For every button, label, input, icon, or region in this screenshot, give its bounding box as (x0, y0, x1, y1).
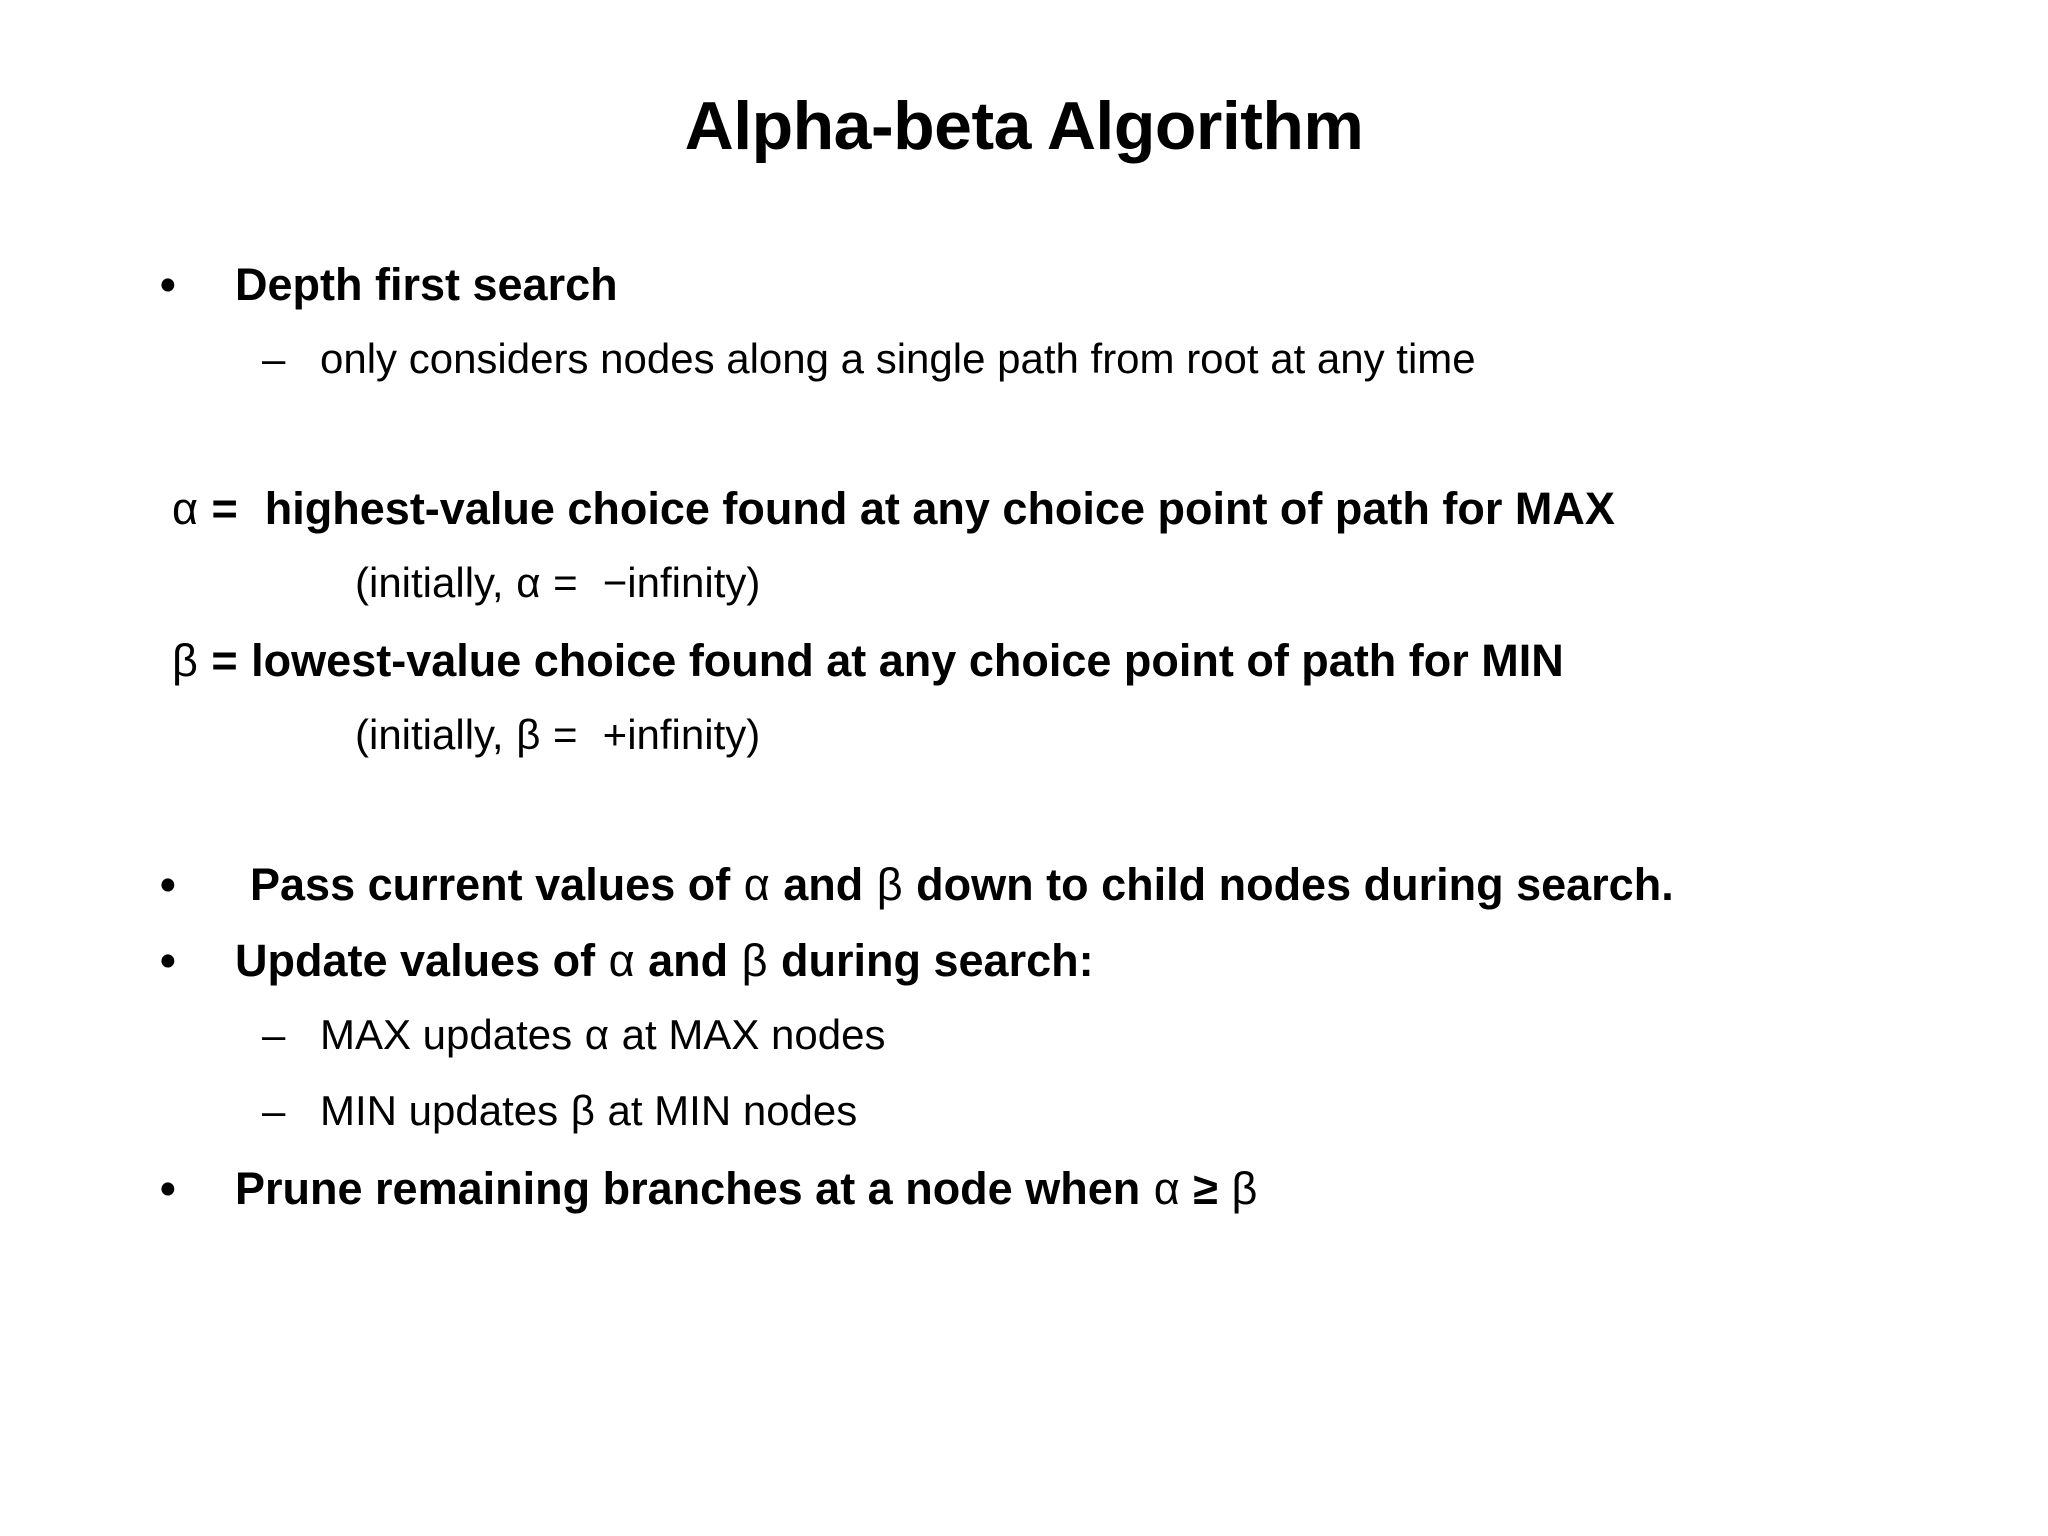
bullet-label-pass-post: down to child nodes during search. (916, 859, 1674, 910)
bullet-label-depth-first-search: Depth first search (235, 259, 618, 310)
sub-bullet-label-min-post: at MIN nodes (607, 1087, 858, 1134)
spacer (0, 414, 2048, 486)
bullet-label-update-pre: Update values of (235, 935, 596, 986)
beta-symbol-inline: β (516, 711, 541, 758)
sub-bullet-label-max-post: at MAX nodes (621, 1011, 886, 1058)
dash-icon: – (262, 1011, 286, 1058)
beta-symbol-inline: β (876, 859, 903, 910)
beta-definition-text: lowest-value choice found at any choice … (251, 635, 1564, 686)
beta-symbol-inline: β (1231, 1163, 1258, 1214)
alpha-initial-value-line: (initially, α = −infinity) (0, 562, 2048, 638)
alpha-equals-sign: = (211, 483, 238, 534)
alpha-symbol-inline: α (516, 559, 541, 606)
greater-or-equal-operator: ≥ (1193, 1163, 1218, 1214)
alpha-symbol-inline: α (1153, 1163, 1180, 1214)
alpha-initial-equals-sign: = (553, 559, 578, 606)
bullet-icon: • (160, 859, 176, 910)
dash-icon: – (262, 335, 286, 382)
sub-bullet-label-only-considers: only considers nodes along a single path… (320, 335, 1476, 382)
alpha-symbol-inline: α (584, 1011, 610, 1058)
alpha-initial-value-text: −infinity) (602, 559, 761, 606)
bullet-label-pass-pre: Pass current values of (250, 859, 731, 910)
sub-bullet-label-max-pre: MAX updates (320, 1011, 573, 1058)
alpha-symbol: α (172, 483, 199, 534)
beta-initial-value-text: +infinity) (602, 711, 761, 758)
bullet-label-update-mid: and (648, 935, 729, 986)
beta-equals-sign: = (211, 635, 238, 686)
bullet-label-prune-pre: Prune remaining branches at a node when (235, 1163, 1141, 1214)
beta-initial-value-line: (initially, β= +infinity) (0, 714, 2048, 790)
bullet-icon: • (160, 935, 176, 986)
sub-bullet-label-min-pre: MIN updates (320, 1087, 559, 1134)
alpha-initial-open-text: (initially, (355, 559, 504, 606)
bullet-label-update-post: during search: (781, 935, 1094, 986)
bullet-item-prune-branches: • Prune remaining branches at a node whe… (0, 1166, 2048, 1242)
beta-initial-equals-sign: = (552, 711, 578, 758)
spacer (0, 790, 2048, 862)
bullet-label-pass-mid: and (783, 859, 864, 910)
page-title: Alpha-beta Algorithm (684, 88, 1364, 164)
beta-initial-open-text: (initially, (355, 711, 504, 758)
slide-body: • Depth first search – only considers no… (0, 262, 2048, 1242)
bullet-icon: • (160, 1163, 176, 1214)
beta-symbol-inline: β (570, 1087, 595, 1134)
sub-bullet-item-only-considers: – only considers nodes along a single pa… (0, 338, 2048, 414)
alpha-definition-text: highest-value choice found at any choice… (264, 483, 1615, 534)
dash-icon: – (262, 1087, 286, 1134)
alpha-symbol-inline: α (743, 859, 770, 910)
beta-definition-line: β = lowest-value choice found at any choic… (0, 638, 2048, 714)
bullet-item-depth-first-search: • Depth first search (0, 262, 2048, 338)
alpha-definition-line: α= highest-value choice found at any choi… (0, 486, 2048, 562)
bullet-icon: • (160, 259, 176, 310)
beta-symbol: β (172, 635, 198, 686)
beta-symbol-inline: β (741, 935, 768, 986)
alpha-symbol-inline: α (608, 935, 635, 986)
